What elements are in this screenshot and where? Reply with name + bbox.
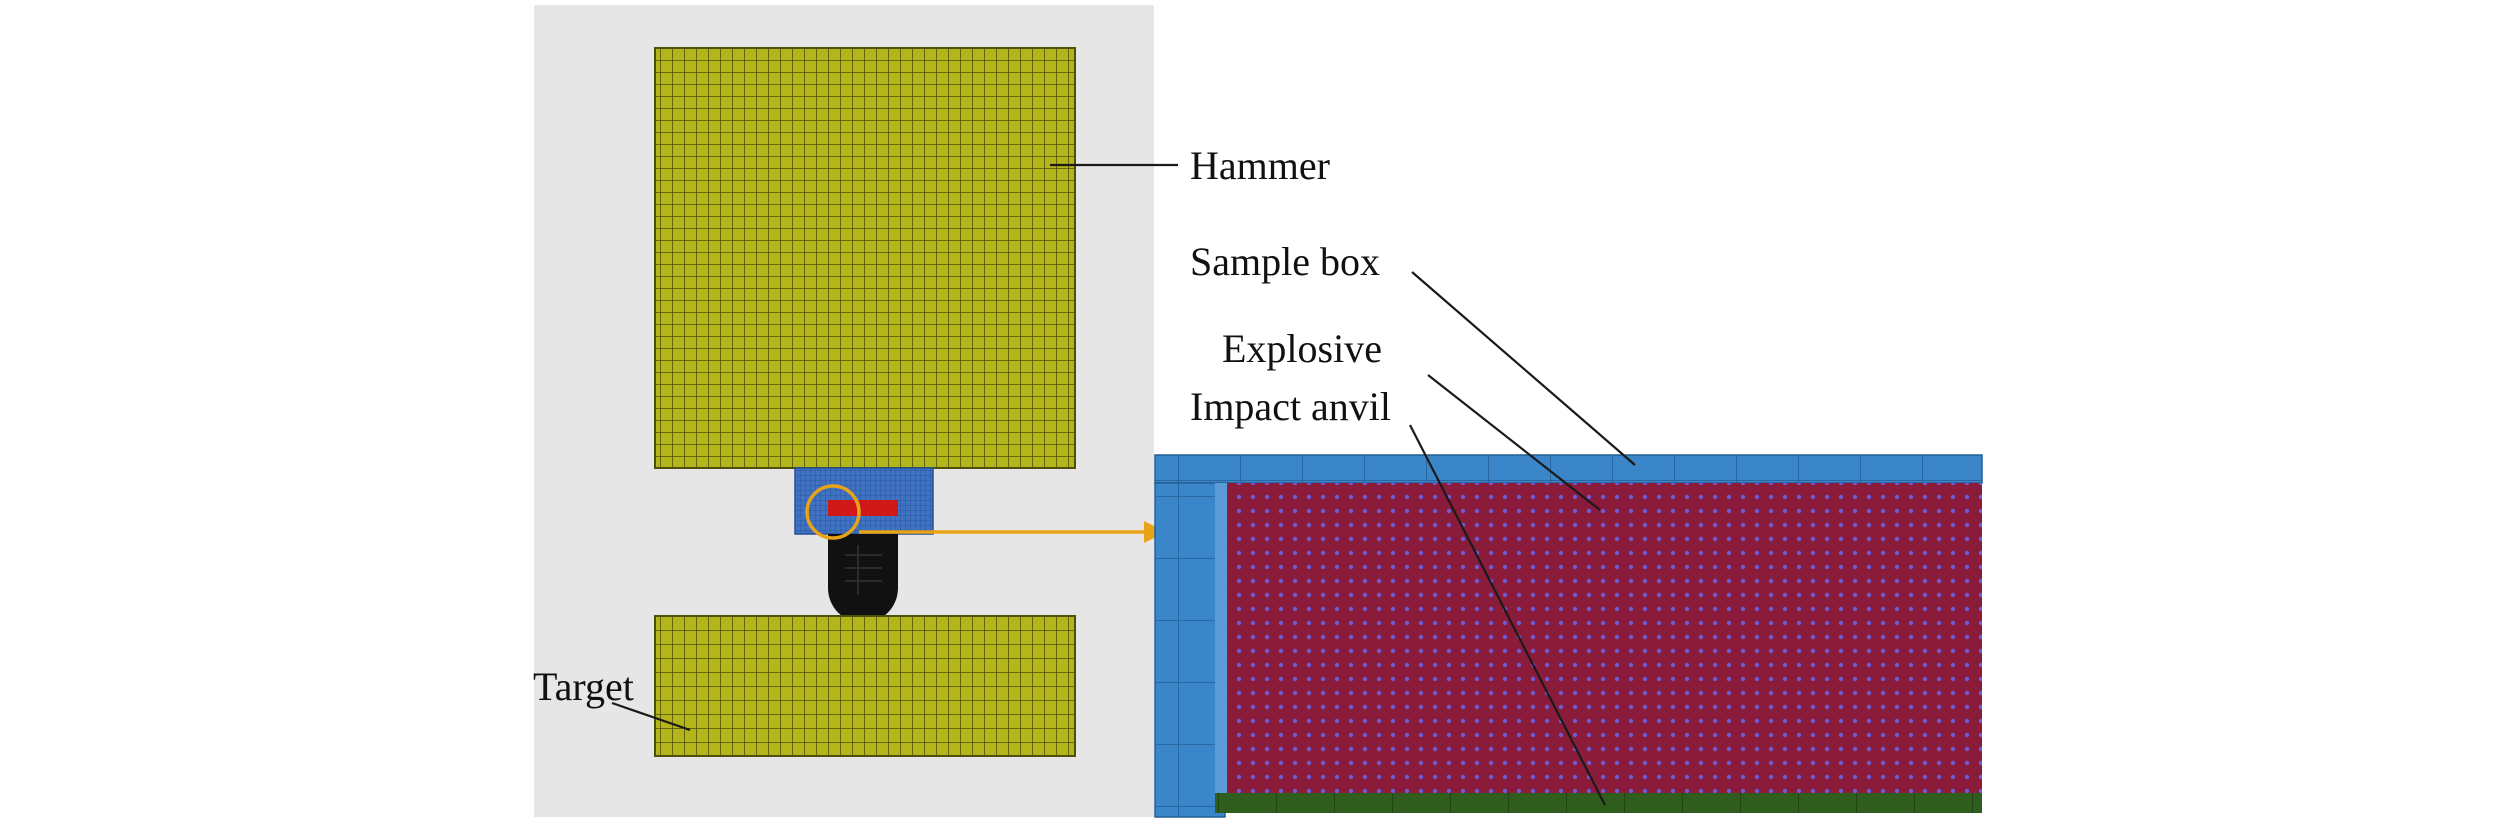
zoom-callout-circle xyxy=(805,484,861,540)
explosive-sample-marker xyxy=(828,500,898,516)
sample-box-inner-lining xyxy=(1215,483,1227,793)
impact-anvil-leader-line xyxy=(1409,424,1606,806)
sample-box-top xyxy=(1154,454,1983,484)
sample-box-label: Sample box xyxy=(1190,239,1380,284)
hammer-label: Hammer xyxy=(1190,143,1330,188)
impact-anvil-label: Impact anvil xyxy=(1190,384,1391,429)
target-mesh xyxy=(654,615,1076,757)
impact-anvil-mesh xyxy=(1215,793,1982,813)
hammer-mesh xyxy=(654,47,1076,469)
striker-mesh-lines xyxy=(845,545,882,595)
sample-box-leader-line xyxy=(1411,271,1636,466)
explosive-mesh xyxy=(1227,483,1982,793)
target-leader-line xyxy=(611,701,691,732)
explosive-label: Explosive xyxy=(1222,326,1382,371)
striker-pin xyxy=(828,534,898,623)
sample-box-side xyxy=(1154,482,1226,818)
explosive-leader-line xyxy=(1427,374,1601,511)
target-label: Target xyxy=(533,664,634,709)
